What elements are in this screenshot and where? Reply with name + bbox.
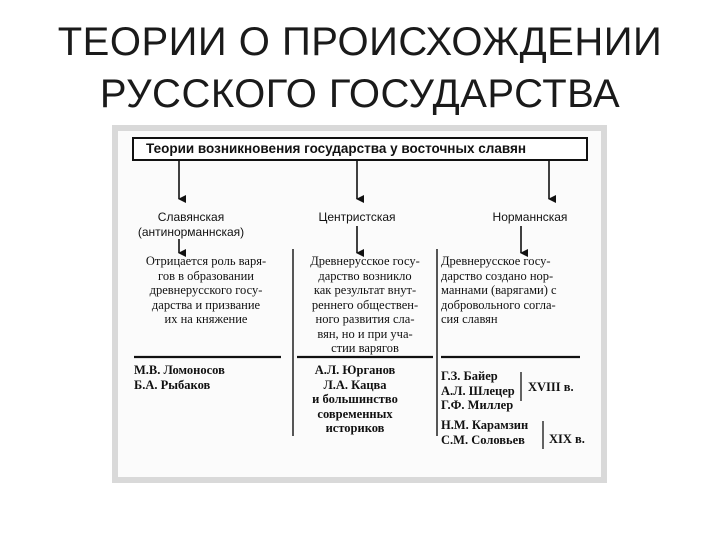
norman-proponent: А.Л. Шлецер	[441, 383, 515, 398]
column-norman-title: Норманнская	[492, 210, 568, 224]
slavic-desc-line: дарства и призвание	[151, 297, 261, 312]
centrist-desc-line: вян, но и при уча-	[317, 326, 413, 341]
slavic-proponent: Б.А. Рыбаков	[134, 377, 211, 392]
slide-title: ТЕОРИИ О ПРОИСХОЖДЕНИИ РУССКОГО ГОСУДАРС…	[0, 16, 720, 120]
centrist-desc-line: стии варягов	[331, 341, 399, 355]
column-norman-proponents-xix: Н.М. Карамзин С.М. Соловьев	[441, 418, 528, 447]
column-slavic-description: Отрицается роль варя- гов в образовании …	[131, 254, 281, 327]
centrist-desc-line: как результат внут-	[313, 283, 417, 297]
centrist-desc-line: ного развития сла-	[315, 312, 415, 326]
norman-desc-line: сия славян	[441, 312, 498, 326]
centrist-proponent: А.Л. Юрганов	[314, 363, 396, 377]
century-xix-label: XIX в.	[549, 432, 585, 446]
column-slavic-name: Славянская	[157, 210, 225, 224]
norman-desc-line: Древнерусское госу-	[441, 254, 551, 268]
norman-desc-line: дарство создано нор-	[441, 268, 554, 283]
slavic-desc-line: их на княжение	[164, 312, 248, 326]
diagram-canvas: Теории возникновения государства у восто…	[118, 131, 601, 477]
column-centrist-proponents: А.Л. Юрганов Л.А. Кацва и большинство со…	[295, 363, 415, 436]
centrist-proponent: современных	[317, 406, 393, 421]
column-slavic-subname: (антинорманнская)	[137, 224, 245, 239]
norman-desc-line: добровольного согла-	[441, 297, 556, 312]
slide-title-line-1: ТЕОРИИ О ПРОИСХОЖДЕНИИ	[57, 20, 663, 64]
norman-proponent: Г.З. Байер	[441, 369, 498, 383]
centrist-desc-line: реннего обществен-	[311, 297, 419, 312]
slavic-desc-line: гов в образовании	[158, 268, 254, 283]
slide-title-line-2: РУССКОГО ГОСУДАРСТВА	[99, 72, 621, 116]
column-slavic-proponents: М.В. Ломоносов Б.А. Рыбаков	[134, 363, 225, 392]
norman-proponent: Г.Ф. Миллер	[441, 398, 514, 412]
diagram-header: Теории возникновения государства у восто…	[132, 137, 588, 161]
diagram-connectors	[134, 161, 580, 449]
diagram-scan: Теории возникновения государства у восто…	[112, 125, 607, 483]
centrist-desc-line: дарство возникло	[318, 268, 412, 283]
centrist-proponent: Л.А. Кацва	[323, 377, 387, 392]
column-norman-proponents-xviii: Г.З. Байер А.Л. Шлецер Г.Ф. Миллер	[441, 369, 515, 413]
column-centrist-description: Древнерусское госу- дарство возникло как…	[295, 254, 435, 356]
norman-proponent: Н.М. Карамзин	[441, 418, 529, 432]
slavic-desc-line: Отрицается роль варя-	[145, 254, 267, 268]
centrist-proponent: историков	[325, 421, 385, 435]
column-slavic-title: Славянская (антинорманнская)	[131, 210, 251, 239]
column-norman-description: Древнерусское госу- дарство создано нор-…	[441, 254, 591, 327]
norman-desc-line: маннами (варягами) с	[441, 283, 557, 297]
column-centrist-title: Центристская	[318, 210, 396, 224]
centrist-desc-line: Древнерусское госу-	[310, 254, 420, 268]
centrist-proponent: и большинство	[312, 392, 398, 406]
century-xviii-label: XVIII в.	[528, 380, 574, 394]
slavic-proponent: М.В. Ломоносов	[134, 363, 225, 377]
slavic-desc-line: древнерусского госу-	[149, 283, 263, 297]
norman-proponent: С.М. Соловьев	[441, 432, 525, 447]
